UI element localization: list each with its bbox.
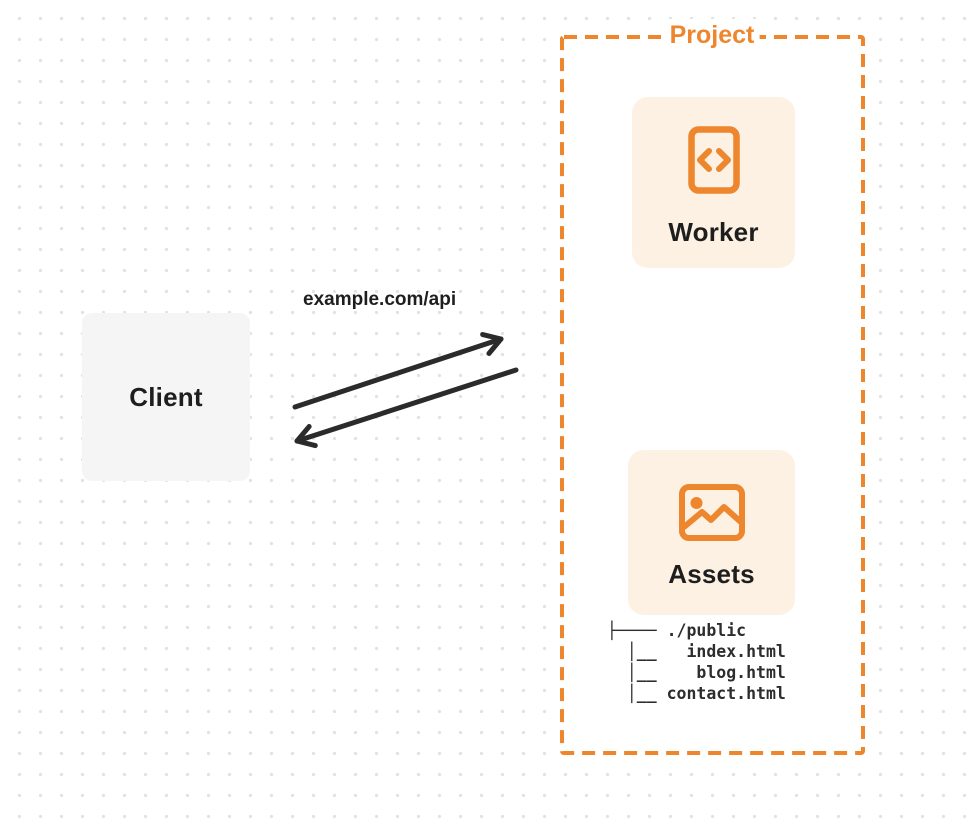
client-label: Client [129, 381, 203, 412]
worker-node: Worker [632, 97, 795, 268]
tree-line-root: ├──── ./public [607, 621, 747, 640]
response-arrow [294, 367, 519, 449]
request-url-label: example.com/api [303, 289, 457, 310]
code-file-icon [687, 126, 740, 194]
worker-label: Worker [668, 217, 759, 247]
assets-node: Assets [628, 450, 795, 615]
image-icon [678, 484, 745, 541]
client-node: Client [82, 313, 250, 481]
assets-file-tree: ├──── ./public │__ index.html │__ blog.h… [607, 620, 786, 704]
request-arrow [292, 332, 504, 410]
project-label: Project [664, 19, 760, 51]
tree-line-blog: │__ blog.html [607, 663, 786, 682]
tree-line-contact: │__ contact.html [607, 684, 786, 703]
tree-line-index: │__ index.html [607, 642, 786, 661]
assets-label: Assets [668, 559, 755, 589]
